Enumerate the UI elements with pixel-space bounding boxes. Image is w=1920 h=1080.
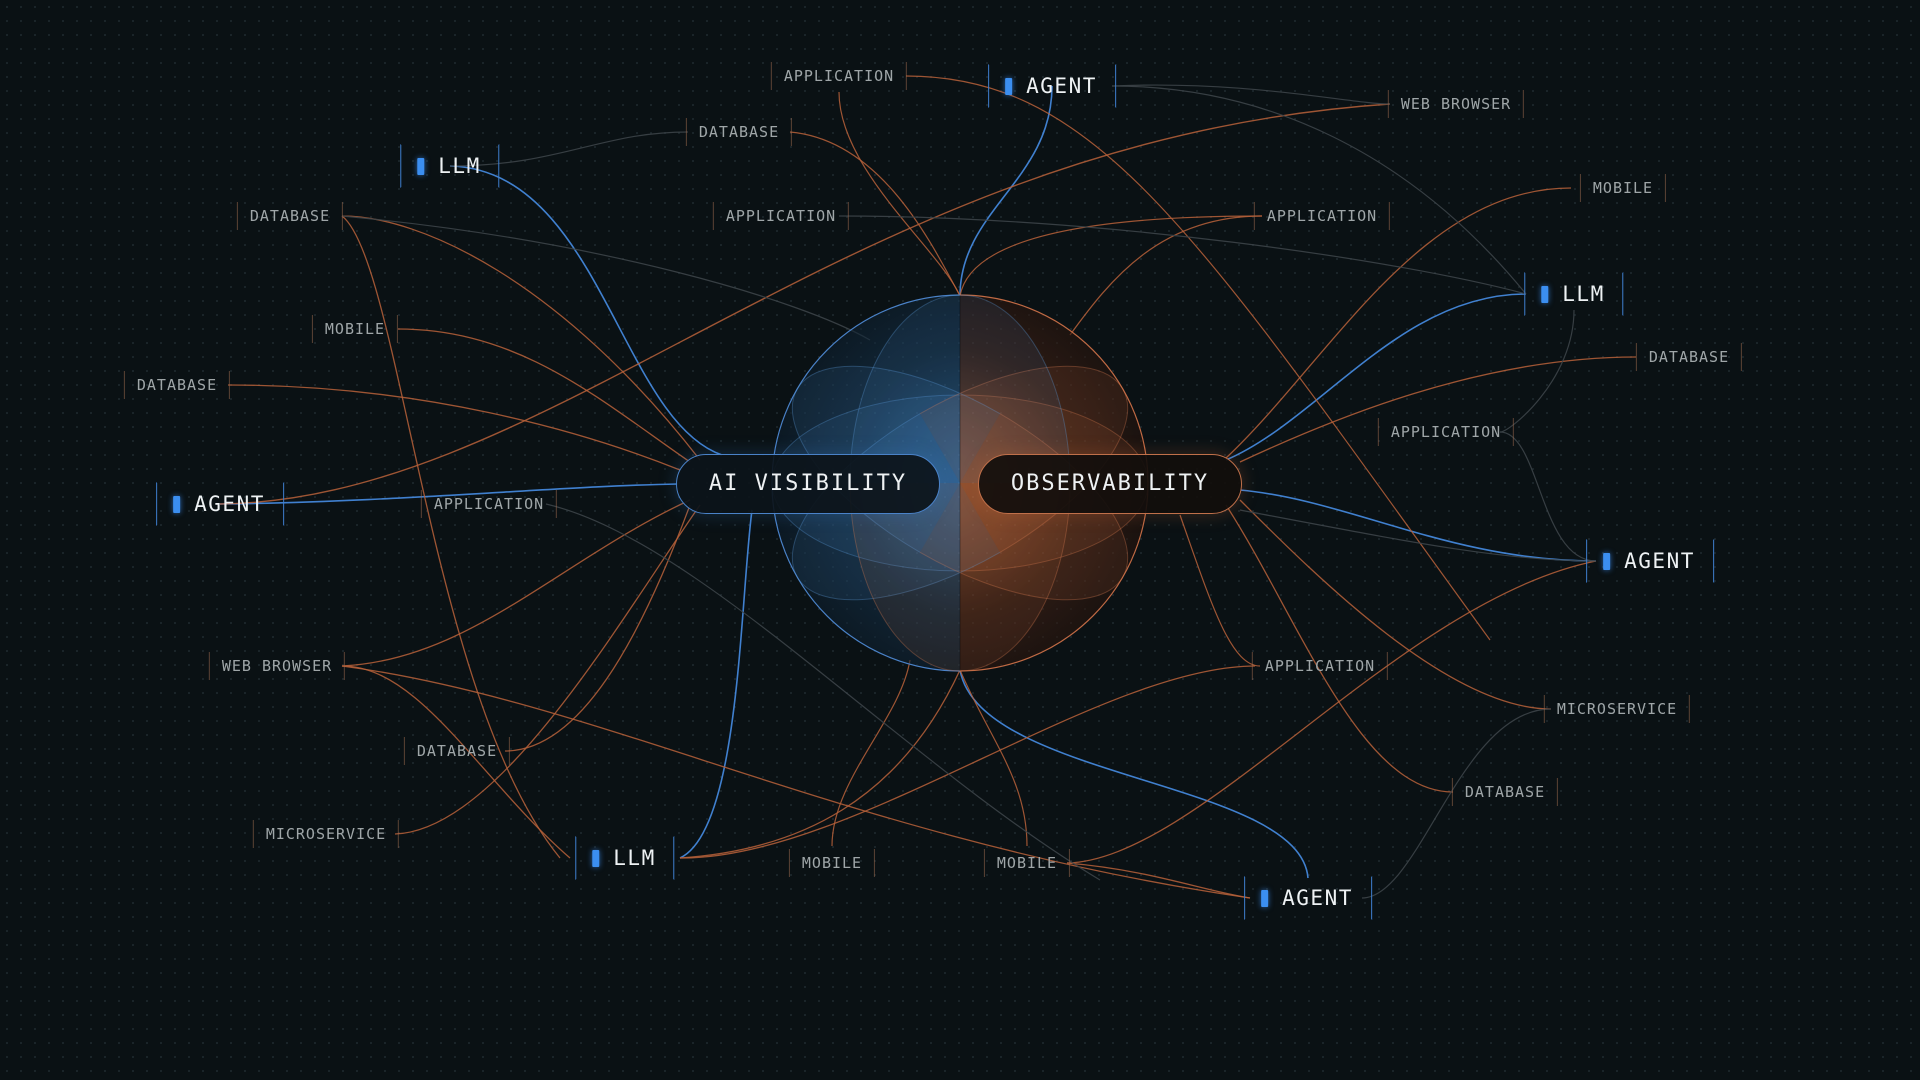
tag-database[interactable]: DATABASE [1635,343,1743,371]
tag-database[interactable]: DATABASE [1451,778,1559,806]
connection-line [959,669,1028,847]
connection-line [1066,862,1251,899]
connection-line [341,215,561,859]
llm-node[interactable]: LLM [400,144,500,188]
connection-line [679,669,961,859]
connection-line [227,384,681,471]
connection-line [905,75,1491,641]
sphere-orbit-3-R [849,483,1071,672]
sphere-orbit-3-L [849,294,1071,483]
tag-web-browser[interactable]: WEB BROWSER [208,652,346,680]
node-label: LLM [1562,282,1605,306]
connection-line [341,499,691,667]
connection-line [959,669,1309,879]
tag-database[interactable]: DATABASE [403,737,511,765]
agent-node[interactable]: AGENT [156,482,284,526]
connection-lines [219,75,1637,899]
connection-line [1239,499,1552,710]
node-indicator-icon [1541,285,1549,303]
connection-line [1111,84,1391,105]
connection-line [341,665,571,859]
tag-mobile[interactable]: MOBILE [311,315,399,343]
node-indicator-icon [417,157,425,175]
node-label: AGENT [1624,549,1695,573]
connection-line [831,659,911,847]
connection-line [397,328,691,463]
node-label: AGENT [1282,886,1353,910]
agent-node[interactable]: AGENT [1244,876,1372,920]
connection-line [789,131,961,297]
node-label: LLM [613,846,656,870]
tag-application[interactable]: APPLICATION [420,490,558,518]
connection-line [341,665,1251,899]
connection-line [1361,708,1552,899]
connection-line [1225,504,1454,793]
ai-visibility-hub[interactable]: AI VISIBILITY [676,454,940,514]
connection-line [679,509,753,859]
tag-application[interactable]: APPLICATION [1377,418,1515,446]
tag-mobile[interactable]: MOBILE [983,849,1071,877]
connection-line [1069,215,1263,336]
tag-application[interactable]: APPLICATION [770,62,908,90]
connection-line [1239,509,1597,562]
tag-web-browser[interactable]: WEB BROWSER [1387,90,1525,118]
observability-hub[interactable]: OBSERVABILITY [978,454,1242,514]
connection-line [1066,560,1597,864]
tag-microservice[interactable]: MICROSERVICE [1543,695,1691,723]
tag-database[interactable]: DATABASE [236,202,344,230]
connection-line [838,91,961,297]
connection-line [449,165,723,456]
connection-line [219,483,679,505]
connection-line [449,131,689,167]
central-sphere [771,294,1149,672]
node-indicator-icon [1603,552,1611,570]
tag-database[interactable]: DATABASE [685,118,793,146]
tag-mobile[interactable]: MOBILE [788,849,876,877]
connection-line [959,215,1263,297]
node-indicator-icon [173,495,181,513]
connection-line [219,103,1391,505]
connection-line [959,85,1053,297]
tag-database[interactable]: DATABASE [123,371,231,399]
tag-microservice[interactable]: MICROSERVICE [252,820,400,848]
connection-line [1239,489,1597,562]
node-indicator-icon [1005,77,1013,95]
connection-line [838,215,1527,295]
node-indicator-icon [1261,889,1269,907]
connection-line [1225,293,1527,461]
connection-line [1179,514,1261,667]
agent-node[interactable]: AGENT [988,64,1116,108]
agent-node[interactable]: AGENT [1586,539,1714,583]
node-label: LLM [438,154,481,178]
connection-line [1239,356,1637,463]
node-indicator-icon [592,849,600,867]
tag-application[interactable]: APPLICATION [1251,652,1389,680]
connection-line [545,503,1101,881]
connection-line [341,215,871,341]
connection-line [394,504,701,835]
connection-line [1225,187,1572,459]
llm-node[interactable]: LLM [1524,272,1624,316]
node-label: AGENT [194,492,265,516]
tag-mobile[interactable]: MOBILE [1579,174,1667,202]
llm-node[interactable]: LLM [575,836,675,880]
tag-application[interactable]: APPLICATION [1253,202,1391,230]
connection-line [504,504,691,752]
connection-line [1499,431,1597,562]
connection-line [1499,309,1575,433]
node-label: AGENT [1026,74,1097,98]
connection-line [679,665,1256,859]
connection-line [1111,85,1527,295]
tag-application[interactable]: APPLICATION [712,202,850,230]
